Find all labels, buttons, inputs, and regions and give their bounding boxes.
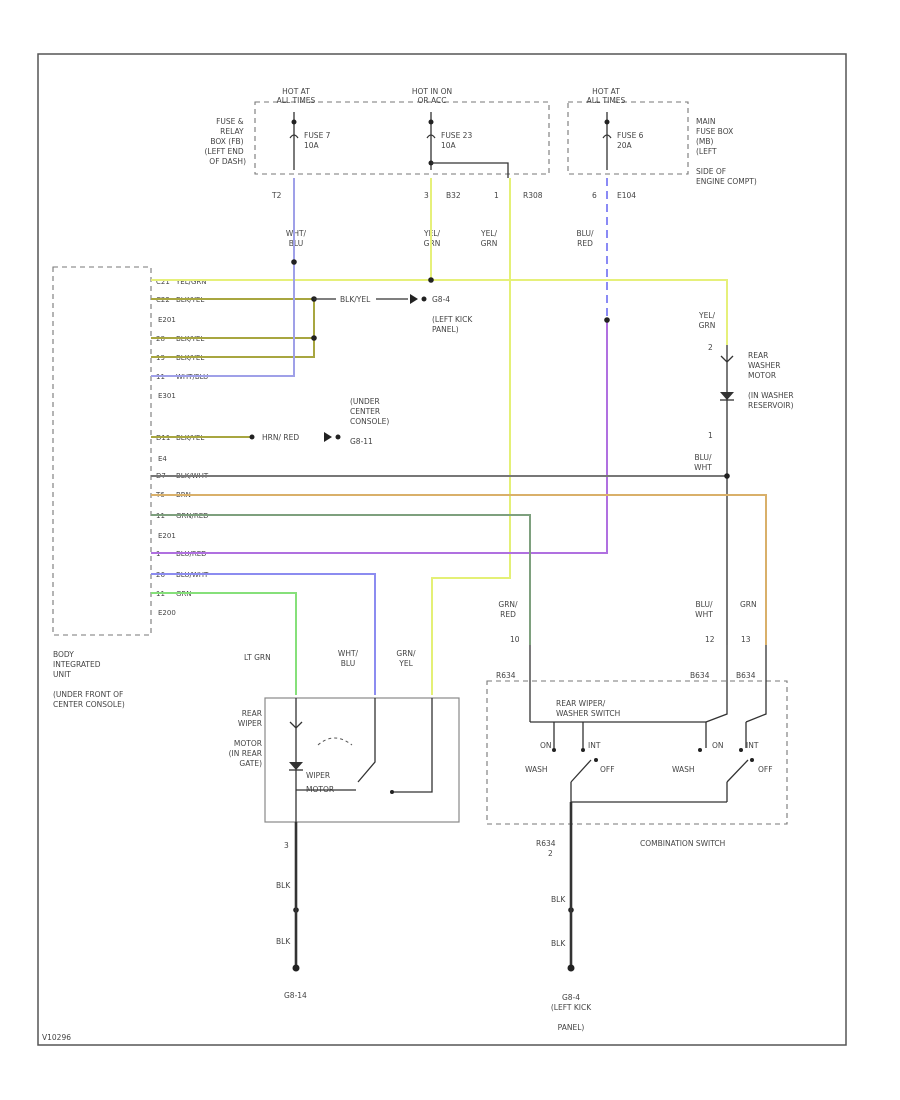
svg-text:R634: R634 <box>496 671 516 680</box>
switch-pin-12: 12 <box>705 635 715 644</box>
pin-t2: T2 <box>271 191 282 200</box>
svg-text:ON: ON <box>540 741 552 750</box>
wire-label-grn-yel: GRN/YEL <box>396 649 416 668</box>
fuse-relay-box-outline <box>254 101 550 175</box>
svg-text:B634: B634 <box>690 671 710 680</box>
wire-blu-red-purple <box>151 320 608 554</box>
wire-blu-wht <box>151 573 376 695</box>
wire-label-wht-blu-2: WHT/BLU <box>338 649 359 668</box>
main-fuse-box-label: MAIN FUSE BOX (MB) (LEFT SIDE OF ENGINE … <box>696 117 757 186</box>
wire-label-grn-red: GRN/RED <box>498 600 518 619</box>
svg-text:BLK: BLK <box>551 939 566 948</box>
svg-text:BLK: BLK <box>276 937 291 946</box>
svg-text:YEL/GRN: YEL/GRN <box>175 278 206 286</box>
svg-text:INT: INT <box>746 741 759 750</box>
wire-brn-t6 <box>151 494 767 645</box>
wire-label-grn: GRN <box>740 600 757 609</box>
wiper-pin-3: 3 <box>284 841 289 850</box>
conn-e301: E301 <box>158 392 176 400</box>
svg-text:HRN/ RED: HRN/ RED <box>262 433 299 442</box>
svg-text:G8-14: G8-14 <box>284 991 307 1000</box>
conn-e201: E201 <box>158 316 176 324</box>
wire-yel-grn-r308 <box>431 178 511 695</box>
wire-wht-blu-fuse7 <box>151 178 295 377</box>
pin-3: 3 <box>424 191 429 200</box>
svg-text:BLU/WHT: BLU/WHT <box>694 453 712 472</box>
wire-label-yel-grn-b: YEL/GRN <box>480 229 497 248</box>
svg-text:BLK: BLK <box>551 895 566 904</box>
svg-text:BLK: BLK <box>276 881 291 890</box>
svg-text:INT: INT <box>588 741 601 750</box>
svg-text:WASH: WASH <box>672 765 695 774</box>
pin-r308: R308 <box>523 191 543 200</box>
conn-e200: E200 <box>158 609 176 617</box>
wire-label-wht-blu: WHT/BLU <box>286 229 307 248</box>
svg-text:1: 1 <box>708 431 713 440</box>
svg-text:2: 2 <box>708 343 713 352</box>
pin-1: 1 <box>494 191 499 200</box>
main-fuse-box-outline <box>567 101 689 175</box>
svg-text:OFF: OFF <box>600 765 615 774</box>
switch-pin-10: 10 <box>510 635 520 644</box>
pin-b32: B32 <box>446 191 461 200</box>
wire-yel-grn-c21 <box>151 279 728 345</box>
wire-grn-red <box>151 514 531 645</box>
combination-switch-label: COMBINATION SWITCH <box>640 839 725 848</box>
svg-text:YEL/GRN: YEL/GRN <box>698 311 715 330</box>
ground-g8-14: BLK BLK G8-14 <box>276 822 307 1000</box>
svg-text:OFF: OFF <box>758 765 773 774</box>
svg-text:BLK/YEL: BLK/YEL <box>340 295 371 304</box>
wire-label-blu-wht-2: BLU/WHT <box>695 600 713 619</box>
wire-label-blu-red: BLU/RED <box>577 229 594 248</box>
svg-text:B634: B634 <box>736 671 756 680</box>
conn-e4: E4 <box>158 455 167 463</box>
svg-text:REAR WIPER/WASHER SWITCH: REAR WIPER/WASHER SWITCH <box>556 699 620 718</box>
diagram-frame <box>37 53 847 1046</box>
body-integrated-unit-outline <box>52 266 152 636</box>
pin-6: 6 <box>592 191 597 200</box>
wire-label-lt-grn: LT GRN <box>244 653 271 662</box>
body-integrated-unit-label: BODY INTEGRATED UNIT (UNDER FRONT OF CEN… <box>53 650 126 709</box>
wire-blk-yel-19 <box>151 299 315 358</box>
combination-switch: R634 B634 B634 REAR WIPER/WASHER SWITCH … <box>486 645 788 825</box>
pin-e104: E104 <box>617 191 636 200</box>
conn-e201b: E201 <box>158 532 176 540</box>
svg-text:WASH: WASH <box>525 765 548 774</box>
svg-text:C21: C21 <box>156 278 170 286</box>
svg-text:ON: ON <box>712 741 724 750</box>
fuse-relay-box-label: FUSE & RELAY BOX (FB) (LEFT END OF DASH) <box>204 117 246 166</box>
footer-code: V10296 <box>42 1033 71 1042</box>
switch-pin-13: 13 <box>741 635 751 644</box>
wire-grn <box>151 592 297 695</box>
